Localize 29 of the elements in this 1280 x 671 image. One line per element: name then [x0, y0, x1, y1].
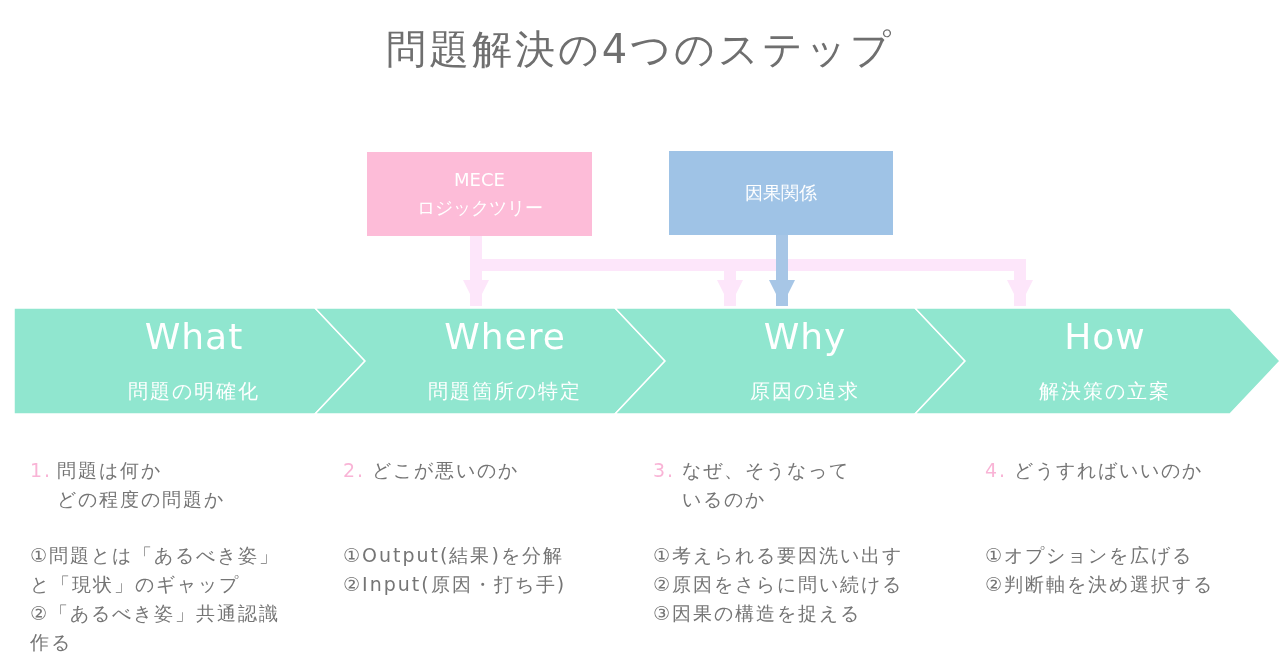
step-number: 2. — [343, 458, 366, 483]
callout-box: MECEロジックツリー — [367, 152, 592, 236]
list-item: ②Input(原因・打ち手) — [343, 572, 567, 597]
step-subtitle: 原因の追求 — [750, 378, 860, 405]
step-number: 3. — [653, 458, 676, 483]
list-item: ②「あるべき姿」共通認識作る — [30, 601, 281, 655]
step-subtitle: 解決策の立案 — [1039, 378, 1171, 405]
list-item: ②判断軸を決め選択する — [985, 572, 1215, 597]
step-number: 1. — [30, 458, 53, 483]
list-item: ①Output(結果)を分解 — [343, 543, 564, 568]
question-text: なぜ、そうなっているのか — [682, 458, 850, 512]
list-item: ①考えられる要因洗い出す — [653, 543, 904, 568]
list-item: ①問題とは「あるべき姿」と「現状」のギャップ — [30, 543, 281, 597]
callout-box: 因果関係 — [669, 151, 893, 235]
step-subtitle: 問題の明確化 — [128, 378, 260, 405]
list-item: ③因果の構造を捉える — [653, 601, 862, 626]
arrow — [769, 235, 795, 306]
question-text: どうすればいいのか — [1014, 458, 1203, 483]
step-subtitle: 問題箇所の特定 — [428, 378, 582, 405]
question-text: 問題は何かどの程度の問題か — [57, 458, 225, 512]
title: 問題解決の4つのステップ — [384, 25, 896, 74]
step-title: How — [1064, 316, 1146, 357]
step-title: Why — [763, 316, 847, 357]
step-number: 4. — [985, 458, 1008, 483]
list-item: ①オプションを広げる — [985, 543, 1194, 568]
list-item: ②原因をさらに問い続ける — [653, 572, 904, 597]
step-title: Where — [444, 316, 566, 357]
question-text: どこが悪いのか — [372, 458, 519, 483]
step-title: What — [144, 316, 244, 357]
